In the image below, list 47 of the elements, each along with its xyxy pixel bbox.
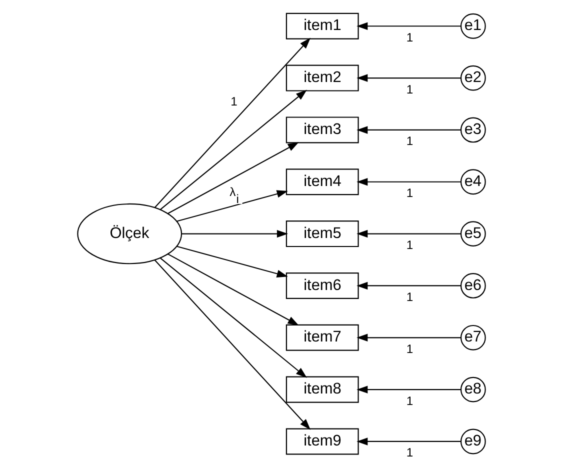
- arrow: [356, 281, 462, 290]
- arrow: [356, 437, 462, 445]
- node-box: item6: [286, 272, 359, 298]
- edge-label: 1: [406, 30, 414, 44]
- node-box: item5: [286, 220, 359, 247]
- edge-label: 1: [406, 238, 414, 252]
- arrow: [168, 142, 299, 214]
- edge-label: 1: [406, 393, 414, 408]
- arrow: [356, 178, 462, 186]
- node-box: item3: [286, 116, 359, 143]
- arrow: [356, 333, 462, 342]
- arrow: [154, 37, 311, 208]
- node-box: item8: [286, 376, 359, 402]
- arrow: [160, 257, 307, 378]
- edge-label: 1: [230, 94, 238, 108]
- arrow: [356, 22, 462, 30]
- node-circle: e6: [460, 272, 486, 298]
- arrow: [356, 229, 462, 238]
- arrow: [176, 245, 288, 277]
- arrow: [176, 190, 288, 222]
- arrow: [356, 385, 462, 393]
- node-box: item9: [286, 428, 359, 454]
- arrow: [356, 74, 462, 82]
- node-box: item7: [286, 324, 359, 350]
- node-circle: e8: [460, 376, 486, 402]
- arrow: [168, 253, 299, 325]
- edge-label: 1: [406, 82, 414, 96]
- edge-label: 1: [406, 341, 414, 356]
- node-ellipse: Ölçek: [77, 202, 182, 264]
- arrow: [182, 229, 288, 238]
- edge-label: 1: [406, 134, 414, 148]
- edge-label: 1: [406, 186, 414, 200]
- node-circle: e4: [460, 168, 486, 194]
- edge-label: 1: [406, 289, 414, 304]
- edge-label: 1: [406, 445, 414, 460]
- node-circle: e5: [460, 220, 486, 246]
- node-circle: e3: [460, 116, 486, 142]
- node-circle: e7: [460, 324, 486, 350]
- node-box: item1: [286, 12, 359, 39]
- arrow: [160, 89, 307, 210]
- node-circle: e9: [460, 428, 486, 454]
- arrow: [154, 259, 311, 430]
- arrow: [356, 126, 462, 134]
- node-box: item2: [286, 64, 359, 91]
- node-circle: e2: [460, 64, 486, 90]
- node-circle: e1: [460, 12, 486, 38]
- node-box: item4: [286, 168, 359, 195]
